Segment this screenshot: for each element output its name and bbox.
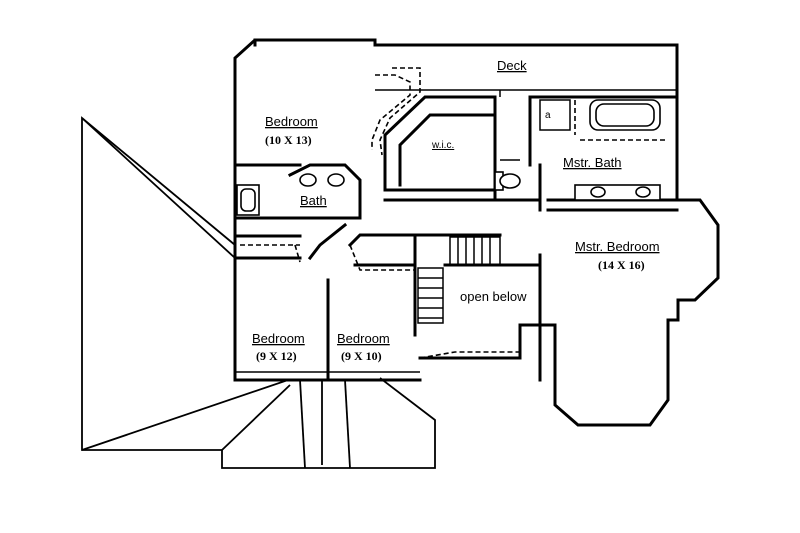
svg-text:a: a — [545, 110, 551, 121]
deck-label: Deck — [497, 58, 527, 73]
bedroom-top-label: Bedroom — [265, 114, 318, 129]
bedroom-left-size: (9 X 12) — [256, 349, 297, 363]
mstr-bedroom-size: (14 X 16) — [598, 258, 645, 272]
open-below-label: open below — [460, 289, 527, 304]
wic-label: w.i.c. — [431, 140, 454, 151]
roof-outline — [81, 116, 436, 469]
main-stair — [349, 236, 520, 359]
bedroom-right-label: Bedroom — [337, 331, 390, 346]
bath-label: Bath — [300, 193, 327, 208]
room-labels: Deck Bedroom (10 X 13) w.i.c. Mstr. Bath… — [252, 58, 660, 363]
mstr-bedroom-label: Mstr. Bedroom — [575, 239, 660, 254]
mstr-bath-label: Mstr. Bath — [563, 155, 622, 170]
fixtures: a — [236, 99, 665, 263]
deck-area — [375, 89, 677, 97]
bedroom-right-size: (9 X 10) — [341, 349, 382, 363]
bedroom-top-size: (10 X 13) — [265, 133, 312, 147]
bedroom-left-label: Bedroom — [252, 331, 305, 346]
stair-top — [371, 67, 421, 156]
interior-walls — [233, 95, 679, 382]
